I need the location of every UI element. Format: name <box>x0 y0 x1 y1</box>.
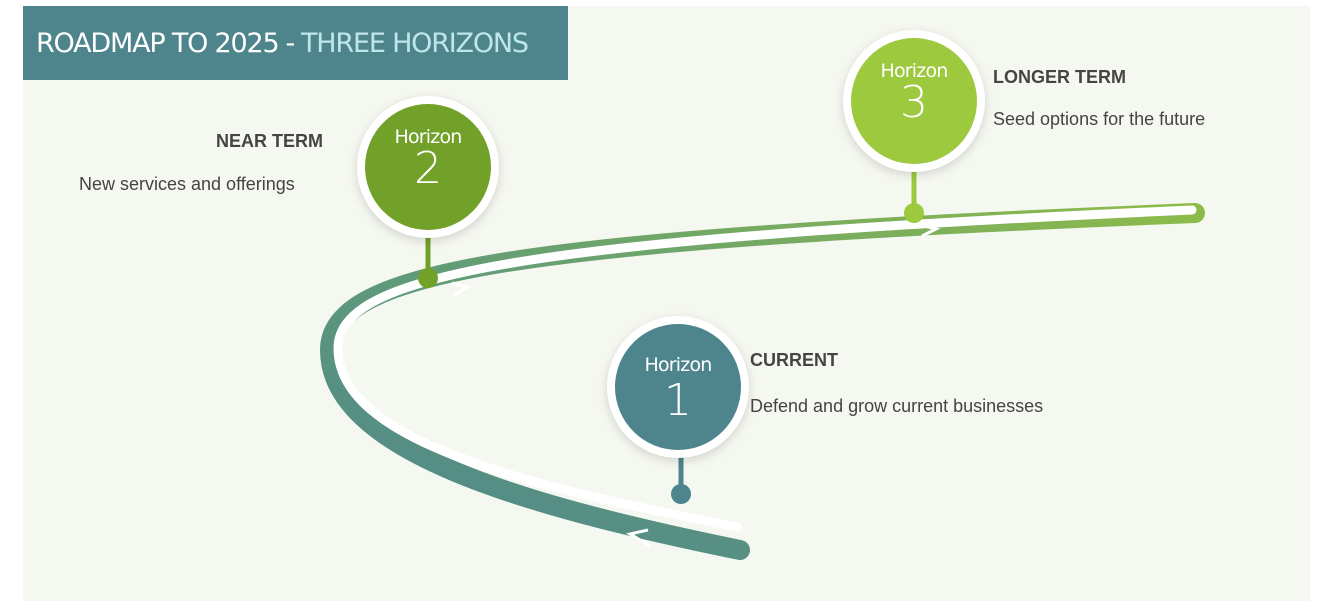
horizon-1-badge: Horizon 1 <box>607 316 749 458</box>
horizon-1-pin-dot <box>671 484 691 504</box>
horizon-3-label: Horizon <box>880 60 948 82</box>
horizon-2-term: NEAR TERM <box>216 131 323 151</box>
horizon-3-number: 3 <box>900 77 928 128</box>
title-separator: - <box>285 27 295 59</box>
road-arrow-3 <box>919 223 941 238</box>
horizon-3-badge: Horizon 3 <box>843 30 985 172</box>
horizon-2-badge: Horizon 2 <box>357 96 499 238</box>
road-band <box>319 203 1205 560</box>
title-main: ROADMAP TO 2025 <box>36 27 280 59</box>
road-arrow-2 <box>451 281 472 297</box>
horizon-1-number: 1 <box>664 375 692 426</box>
horizon-3-pin-dot <box>904 203 924 223</box>
horizon-1-term: CURRENT <box>750 350 838 370</box>
horizon-1-label: Horizon <box>644 354 712 376</box>
horizon-3-description: Seed options for the future <box>993 109 1206 129</box>
horizon-2-label: Horizon <box>394 126 462 148</box>
horizon-2-pin-dot <box>418 268 438 288</box>
horizon-2-circle: Horizon 2 <box>365 104 491 230</box>
horizon-3-circle: Horizon 3 <box>851 38 977 164</box>
horizon-3-term: LONGER TERM <box>993 67 1126 87</box>
horizon-2-description: New services and offerings <box>79 174 295 194</box>
horizon-1-description: Defend and grow current businesses <box>750 396 1044 416</box>
road-arrow-1 <box>626 528 651 548</box>
horizon-2-number: 2 <box>414 143 442 194</box>
title-sub: THREE HORIZONS <box>301 27 529 59</box>
slide-background <box>23 6 1310 601</box>
horizon-1-circle: Horizon 1 <box>615 324 741 450</box>
title-bar: ROADMAP TO 2025 - THREE HORIZONS <box>23 6 568 80</box>
road-highlight <box>333 205 1197 532</box>
